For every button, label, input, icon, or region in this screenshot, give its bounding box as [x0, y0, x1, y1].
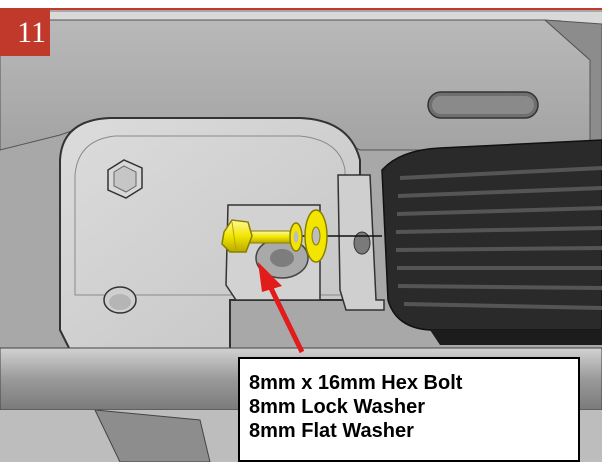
- callout-line-flat-washer: 8mm Flat Washer: [249, 420, 414, 442]
- parts-callout: 8mm x 16mm Hex Bolt 8mm Lock Washer 8mm …: [238, 357, 580, 462]
- step-number-badge: 11: [0, 10, 50, 56]
- step-pad-treads: [395, 166, 602, 310]
- step-pad: [381, 139, 602, 331]
- pointer-arrow: [258, 262, 305, 354]
- lock-washer-icon: [289, 222, 303, 252]
- flat-washer-icon: [304, 209, 328, 263]
- frame-rail: [0, 12, 602, 40]
- callout-line-hex-bolt: 8mm x 16mm Hex Bolt: [249, 372, 463, 394]
- hex-bolt-icon: [221, 219, 291, 253]
- top-rule: [0, 0, 602, 10]
- callout-line-lock-washer: 8mm Lock Washer: [249, 396, 425, 418]
